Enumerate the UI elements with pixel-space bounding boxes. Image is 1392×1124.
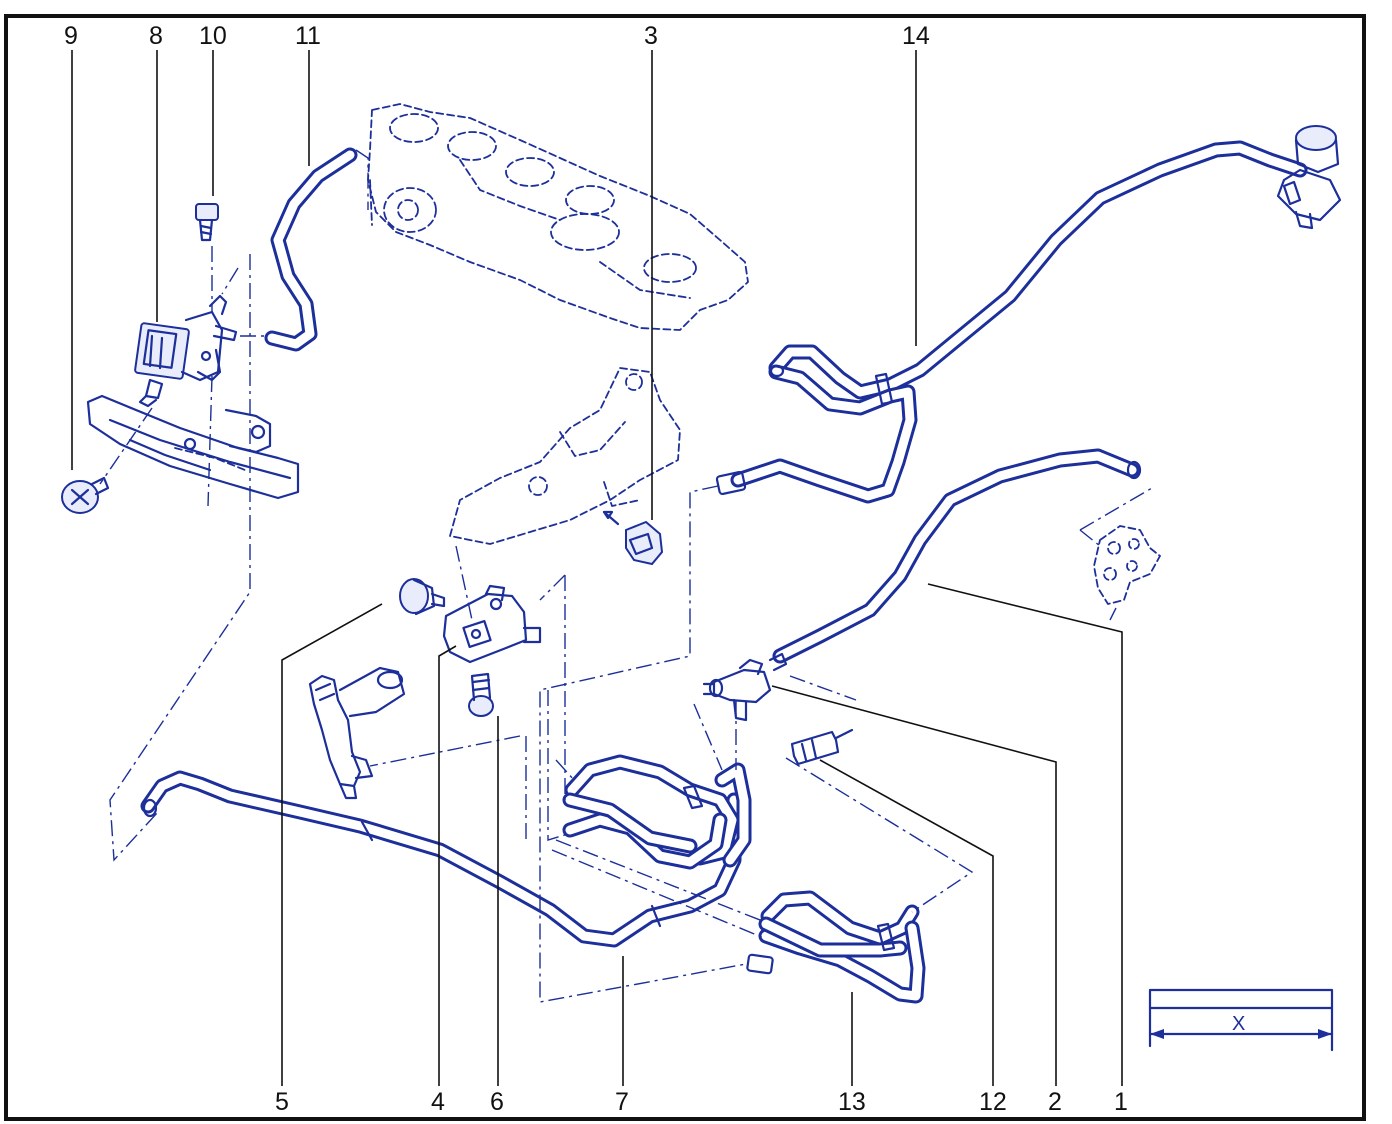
label-part-12: 12 — [979, 1088, 1007, 1116]
assembly-lines — [99, 149, 1153, 1003]
hose-part-7 — [140, 770, 742, 948]
regulator-part-4 — [442, 584, 542, 664]
intake-manifold — [367, 103, 749, 331]
label-part-4: 4 — [431, 1088, 445, 1116]
hose-part-1 — [772, 448, 1142, 664]
label-part-13: 13 — [838, 1088, 866, 1116]
part-number-labels: 9 8 10 11 3 14 5 4 6 7 13 12 2 1 — [64, 22, 1128, 1116]
screw-part-9 — [61, 476, 110, 514]
screw-part-10 — [195, 203, 219, 242]
hose-part-13 — [746, 890, 926, 1004]
cap-part-5 — [399, 578, 446, 616]
quick-connector — [1276, 125, 1342, 230]
label-part-11: 11 — [295, 22, 321, 50]
mounting-bracket — [449, 367, 681, 545]
bolt-part-6 — [468, 672, 494, 717]
clip-dashed-right — [1093, 525, 1161, 605]
diagram-frame — [4, 14, 1366, 1121]
filter-part-12 — [790, 728, 854, 766]
label-part-14: 14 — [902, 22, 930, 50]
label-part-10: 10 — [199, 22, 227, 50]
label-part-2: 2 — [1048, 1088, 1062, 1116]
injector-assembly — [308, 666, 406, 800]
clip-part-3 — [602, 510, 664, 566]
label-part-1: 1 — [1114, 1088, 1128, 1116]
label-part-3: 3 — [644, 22, 658, 50]
hose-part-11 — [264, 147, 358, 352]
hose-bundle-centre — [562, 754, 752, 870]
vacuum-valve-part-8 — [134, 294, 238, 408]
left-mounting-plate — [86, 394, 300, 500]
label-part-7: 7 — [615, 1088, 629, 1116]
leader-lines — [71, 50, 1123, 1086]
label-part-6: 6 — [490, 1088, 504, 1116]
dimension-scale-box — [1148, 988, 1334, 1052]
label-part-5: 5 — [275, 1088, 289, 1116]
label-part-9: 9 — [64, 22, 78, 50]
dimension-label-x: X — [1232, 1013, 1245, 1035]
hose-part-14 — [715, 140, 1308, 504]
label-part-8: 8 — [149, 22, 163, 50]
t-piece-part-2 — [702, 652, 788, 722]
